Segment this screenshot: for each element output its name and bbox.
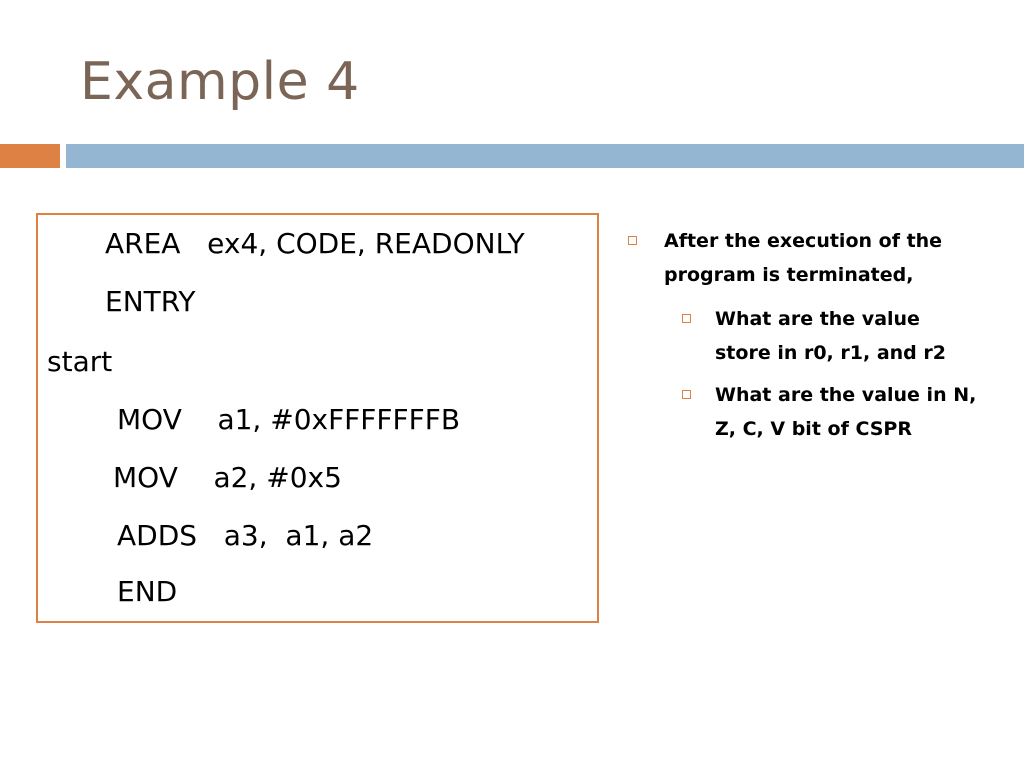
code-line-mov-a2: MOV a2, #0x5 <box>113 461 342 494</box>
square-bullet-icon <box>682 390 691 399</box>
square-bullet-icon <box>628 236 637 245</box>
code-line-area: AREA ex4, CODE, READONLY <box>105 227 525 260</box>
code-line-start: start <box>47 345 113 378</box>
bullet-item-sub-2: What are the value in N, Z, C, V bit of … <box>682 378 982 446</box>
code-line-entry: ENTRY <box>105 285 196 318</box>
bullet-text-sub-2: What are the value in N, Z, C, V bit of … <box>715 384 977 440</box>
square-bullet-icon <box>682 314 691 323</box>
header-bar <box>66 144 1024 168</box>
code-block: AREA ex4, CODE, READONLY ENTRY start MOV… <box>36 213 599 623</box>
code-line-adds: ADDS a3, a1, a2 <box>117 519 374 552</box>
bullet-text-sub-1: What are the value store in r0, r1, and … <box>715 308 946 364</box>
bullet-item-sub-1: What are the value store in r0, r1, and … <box>682 302 982 370</box>
header-accent-bar <box>0 144 60 168</box>
code-line-end: END <box>117 575 178 608</box>
slide-title: Example 4 <box>80 52 360 112</box>
code-line-mov-a1: MOV a1, #0xFFFFFFFB <box>117 403 461 436</box>
bullet-item-main: After the execution of the program is te… <box>628 224 988 292</box>
bullet-text-main: After the execution of the program is te… <box>664 230 943 286</box>
